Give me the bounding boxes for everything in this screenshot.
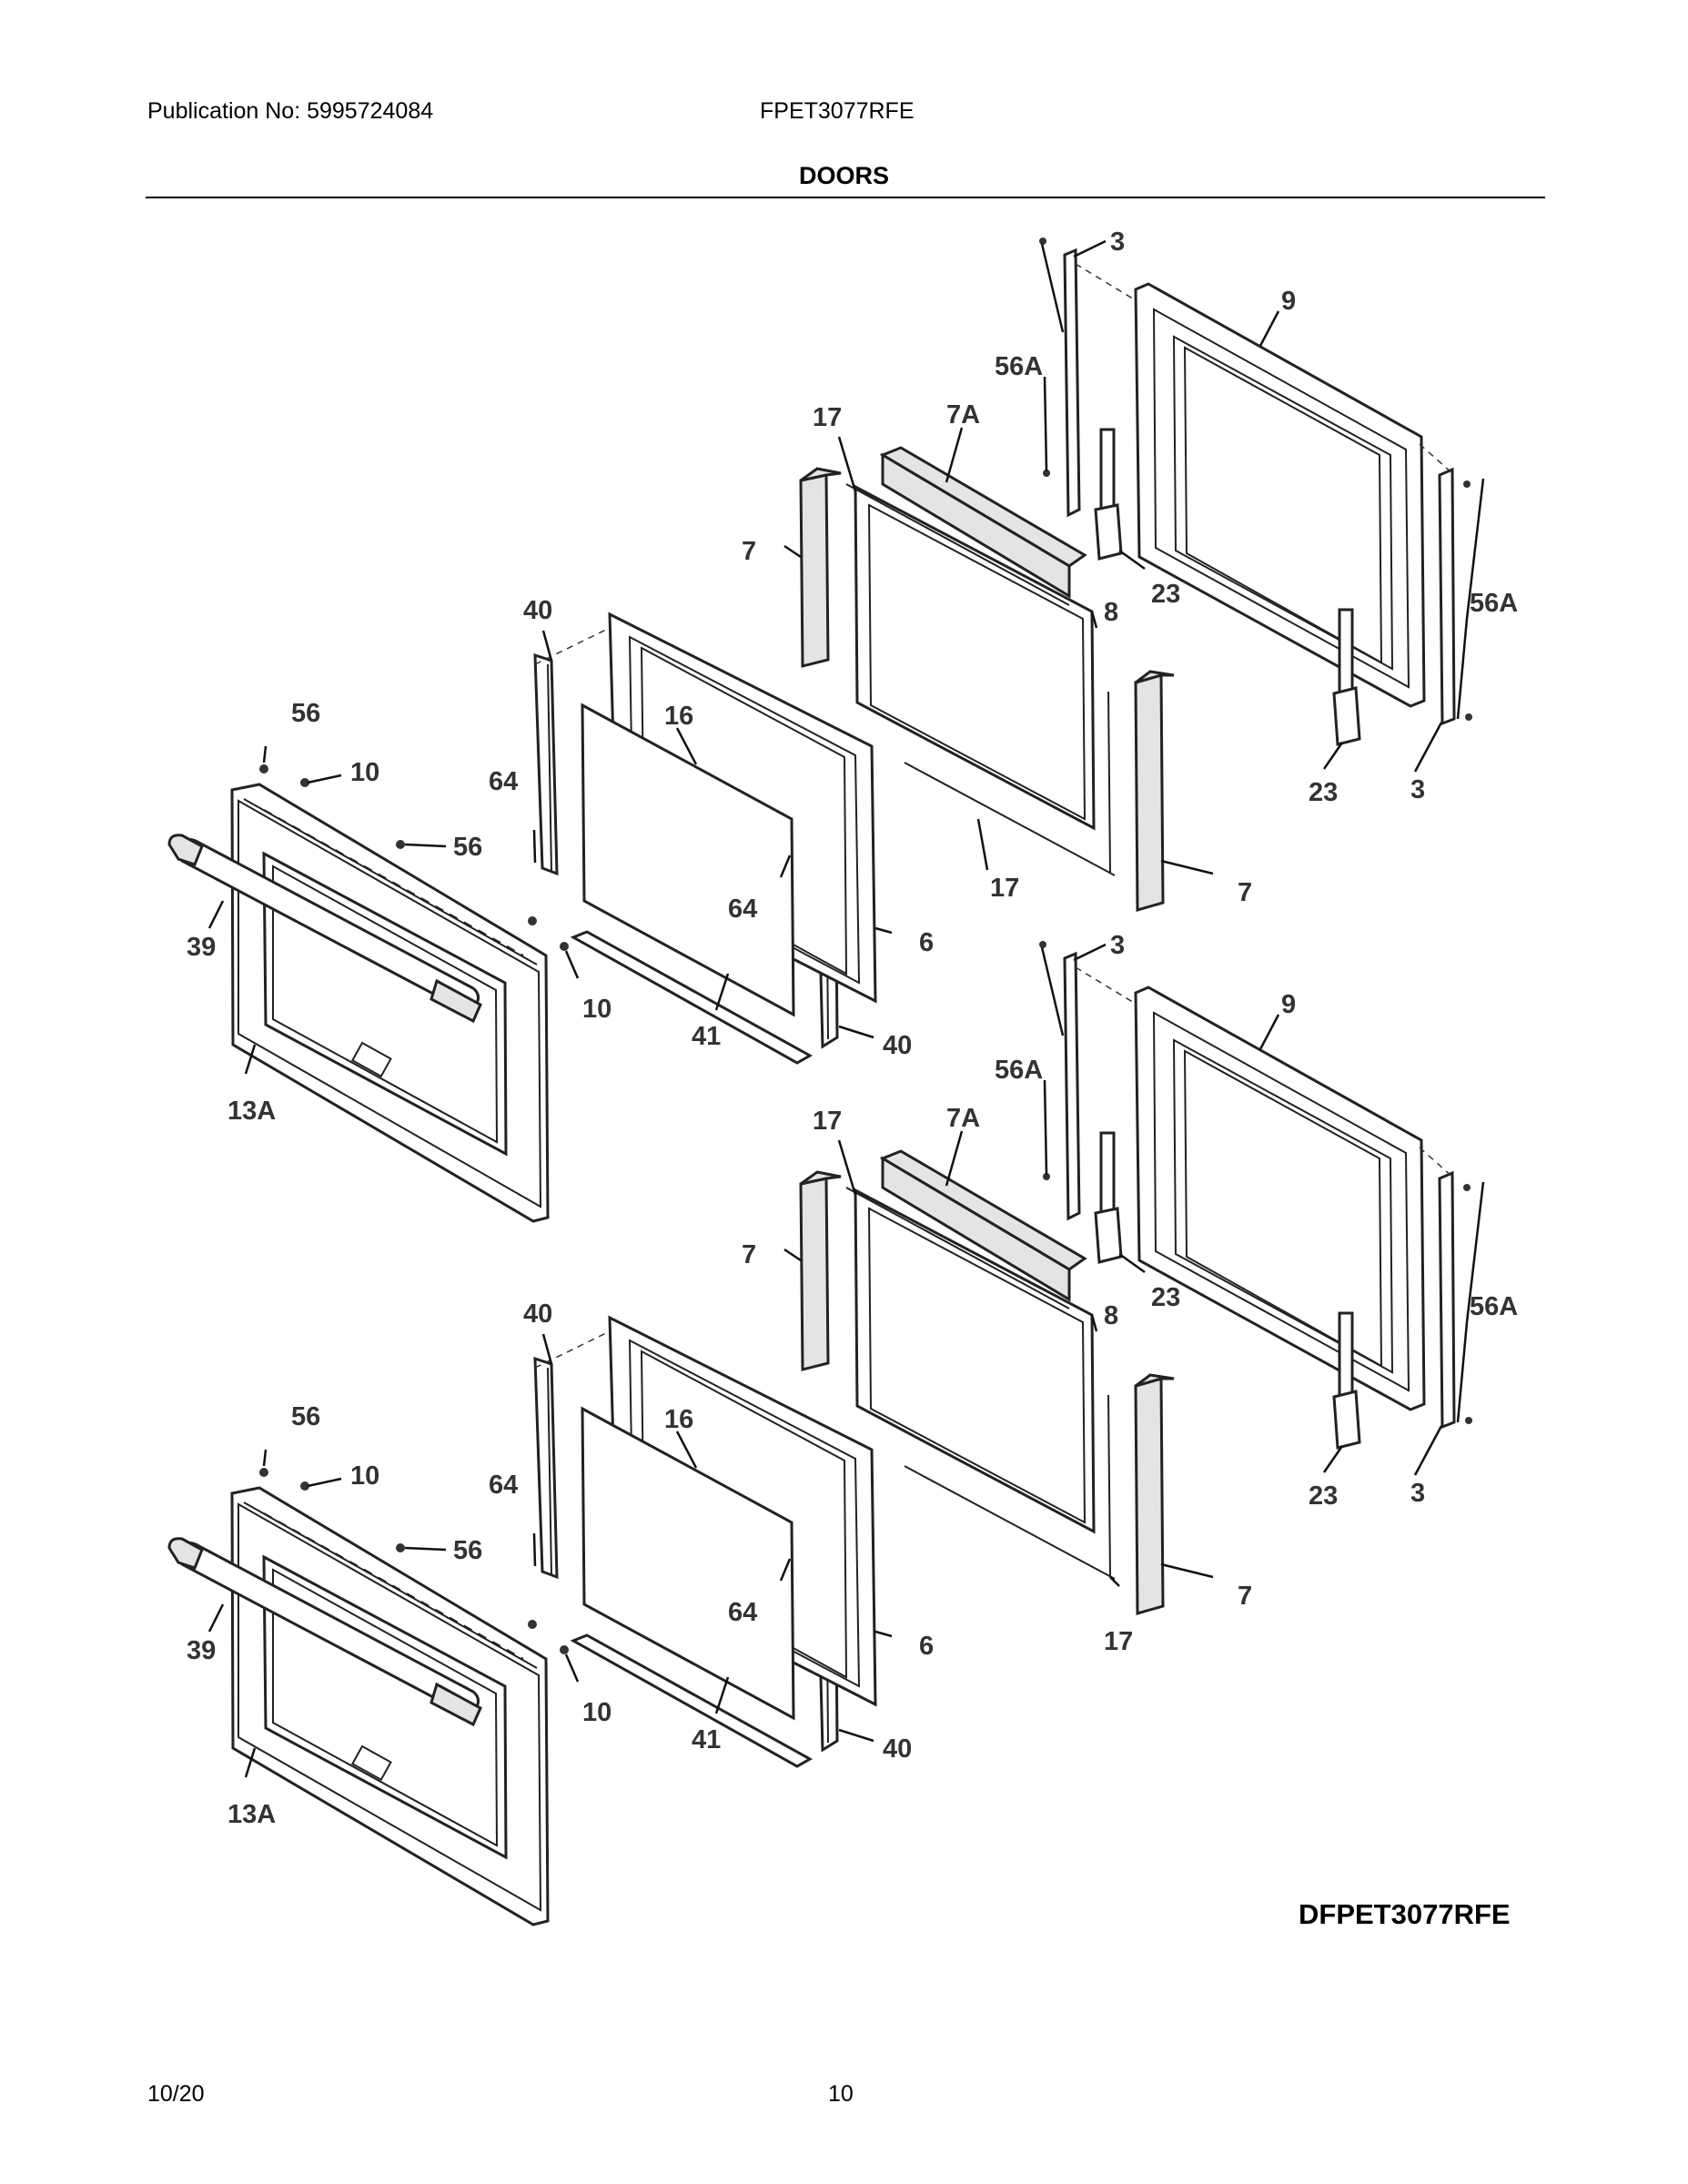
callout-56a: 56A [995,1056,1043,1085]
model-number: FPET3077RFE [760,98,915,124]
callout-17: 17 [1104,1627,1133,1656]
footer-date: 10/20 [147,2081,205,2107]
callout-56: 56 [453,833,482,862]
callout-16: 16 [664,702,693,731]
callout-13a: 13A [227,1097,276,1126]
callout-17: 17 [813,403,842,432]
callout-39: 39 [187,1636,216,1665]
callout-16: 16 [664,1405,693,1434]
callout-10: 10 [350,1461,379,1491]
callout-3: 3 [1410,775,1425,804]
page-title: DOORS [798,162,889,189]
callout-40: 40 [883,1734,912,1764]
callout-41: 41 [692,1022,721,1051]
callout-41: 41 [692,1725,721,1754]
lower-door-assembly: 3 9 56A 17 7A 7 23 56A 8 40 16 56 10 64 … [167,931,1518,1926]
callout-23: 23 [1151,1283,1180,1312]
callout-7a: 7A [946,400,980,430]
callout-56: 56 [453,1536,482,1565]
callout-10: 10 [350,758,379,787]
callout-3: 3 [1110,228,1125,257]
callout-7: 7 [1238,878,1252,907]
callout-23: 23 [1309,778,1338,807]
callout-64: 64 [728,1598,757,1627]
publication-number: Publication No: 5995724084 [147,98,434,124]
callout-9: 9 [1281,990,1296,1019]
callout-64: 64 [489,767,518,796]
upper-door-assembly: 3 9 56A 17 7A 7 23 56A 8 40 16 56 10 64 … [167,228,1518,1223]
callout-6: 6 [919,928,934,957]
callout-9: 9 [1281,287,1296,316]
callout-39: 39 [187,933,216,962]
header-divider [146,197,1545,198]
callout-7: 7 [742,537,756,566]
callout-56a: 56A [1470,1292,1518,1321]
callout-3: 3 [1110,931,1125,960]
callout-17: 17 [813,1107,842,1136]
callout-8: 8 [1104,598,1118,627]
diagram-code: DFPET3077RFE [1299,1898,1511,1930]
callout-10: 10 [582,995,612,1024]
callout-40: 40 [523,1299,552,1329]
callout-13a: 13A [227,1800,276,1829]
callout-56a: 56A [1470,589,1518,618]
callout-40: 40 [883,1031,912,1060]
callout-7: 7 [1238,1582,1252,1611]
callout-64: 64 [728,895,757,924]
callout-10: 10 [582,1698,612,1727]
callout-64: 64 [489,1471,518,1500]
page-number: 10 [828,2081,854,2107]
callout-23: 23 [1309,1481,1338,1511]
callout-56: 56 [291,699,320,728]
callout-56a: 56A [995,352,1043,381]
callout-23: 23 [1151,580,1180,609]
callout-3: 3 [1410,1479,1425,1508]
callout-17: 17 [990,874,1019,903]
callout-56: 56 [291,1402,320,1431]
callout-6: 6 [919,1632,934,1661]
callout-7a: 7A [946,1104,980,1133]
callout-8: 8 [1104,1301,1118,1330]
callout-7: 7 [742,1240,756,1269]
callout-40: 40 [523,596,552,625]
